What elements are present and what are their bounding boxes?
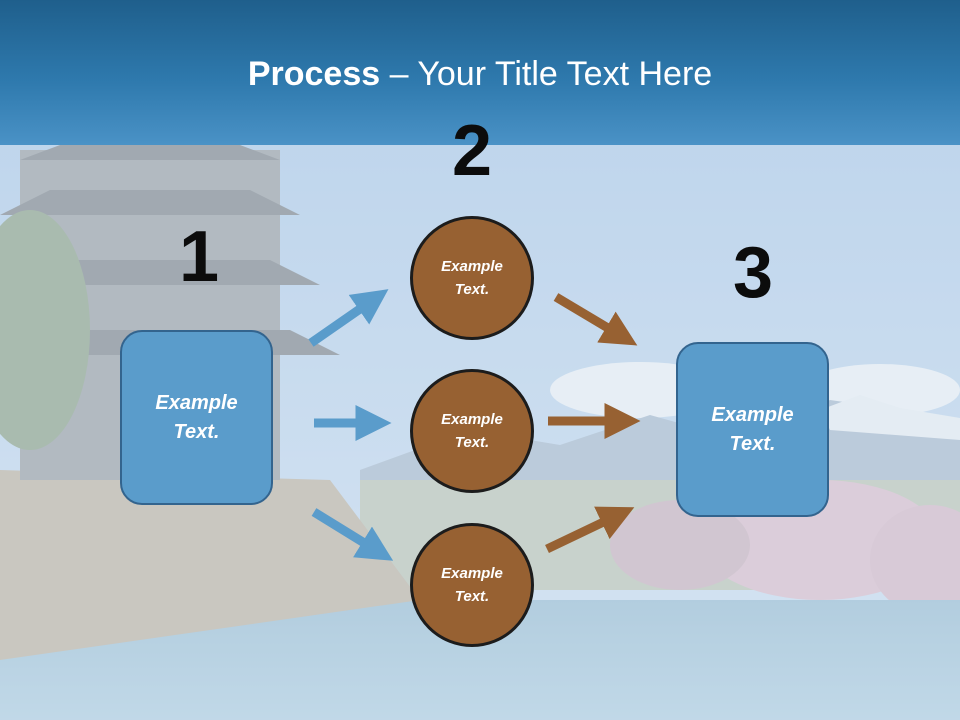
arrow-box-to-circle-1 (308, 289, 389, 347)
step-3-box-text: Example Text. (711, 403, 794, 455)
arrow-circle-1-to-box (553, 293, 638, 346)
title-bold: Process (247, 55, 381, 93)
step-number-1: 1 (178, 217, 220, 297)
slide-title: Process – Your Title Text Here (0, 52, 960, 96)
title-rest: – Your Title Text Here (380, 55, 713, 93)
circle-middle-text: Example Text. (441, 411, 503, 451)
circle-bottom-text: Example Text. (441, 565, 503, 605)
title-band (0, 0, 960, 145)
step-2-circle-bottom: Example Text. (410, 523, 534, 647)
step-number-2: 2 (451, 111, 493, 191)
step-1-box: Example Text. (120, 330, 273, 505)
step-number-3: 3 (732, 233, 774, 313)
step-2-circle-middle: Example Text. (410, 369, 534, 493)
step-3-box: Example Text. (676, 342, 829, 517)
step-1-box-text: Example Text. (155, 391, 238, 443)
circle-top-text: Example Text. (441, 258, 503, 298)
arrow-box-to-circle-3 (311, 508, 394, 561)
arrow-circle-3-to-box (545, 506, 635, 554)
step-2-circle-top: Example Text. (410, 216, 534, 340)
